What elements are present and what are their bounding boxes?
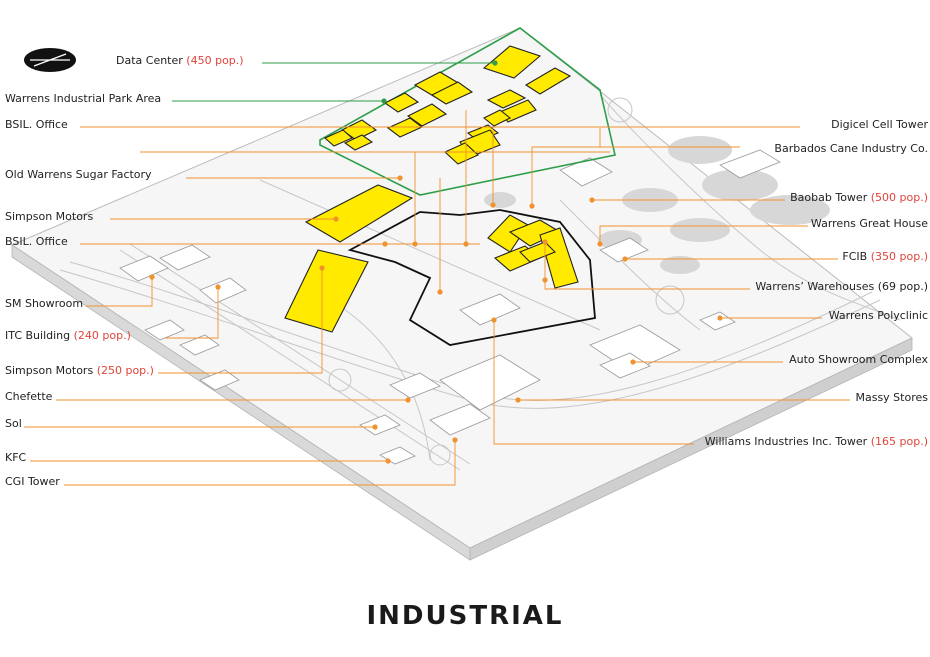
label-bsil-office-1: BSIL. Office xyxy=(5,118,68,131)
label-old-warrens-sugar-factory: Old Warrens Sugar Factory xyxy=(5,168,152,181)
label-sol: Sol xyxy=(5,417,22,430)
label-bsil-office-2: BSIL. Office xyxy=(5,235,68,248)
label-barbados-cane-industry: Barbados Cane Industry Co. xyxy=(774,142,928,155)
labels-left: Data Center (450 pop.) Warrens Industria… xyxy=(5,54,244,488)
label-simpson-motors-2: Simpson Motors (250 pop.) xyxy=(5,364,154,377)
label-fcib: FCIB (350 pop.) xyxy=(842,250,928,263)
north-arrow-icon xyxy=(24,48,76,72)
site-base xyxy=(10,27,913,561)
label-auto-showroom-complex: Auto Showroom Complex xyxy=(789,353,928,366)
label-cgi-tower: CGI Tower xyxy=(5,475,60,488)
label-baobab-tower: Baobab Tower (500 pop.) xyxy=(790,191,928,204)
label-itc-building: ITC Building (240 pop.) xyxy=(5,329,131,342)
page-title: INDUSTRIAL xyxy=(367,601,564,631)
label-warrens-industrial-park-area: Warrens Industrial Park Area xyxy=(5,92,161,105)
labels-right: Digicel Cell Tower Barbados Cane Industr… xyxy=(705,118,929,448)
label-williams-industries-tower: Williams Industries Inc. Tower (165 pop.… xyxy=(705,435,928,448)
label-massy-stores: Massy Stores xyxy=(855,391,928,404)
label-digicel-cell-tower: Digicel Cell Tower xyxy=(831,118,928,131)
label-warrens-warehouses: Warrens’ Warehouses (69 pop.) xyxy=(755,280,928,293)
label-kfc: KFC xyxy=(5,451,27,464)
label-simpson-motors-1: Simpson Motors xyxy=(5,210,93,223)
highlighted-buildings xyxy=(284,45,579,333)
warrens-industrial-park-outline xyxy=(319,27,616,196)
label-warrens-great-house: Warrens Great House xyxy=(811,217,928,230)
leader-lines-left xyxy=(24,60,800,486)
label-chefette: Chefette xyxy=(5,390,53,403)
label-data-center: Data Center (450 pop.) xyxy=(116,54,244,67)
label-warrens-polyclinic: Warrens Polyclinic xyxy=(829,309,928,322)
road-network xyxy=(59,94,901,471)
label-sm-showroom: SM Showroom xyxy=(5,297,83,310)
leader-lines-right xyxy=(491,128,850,445)
